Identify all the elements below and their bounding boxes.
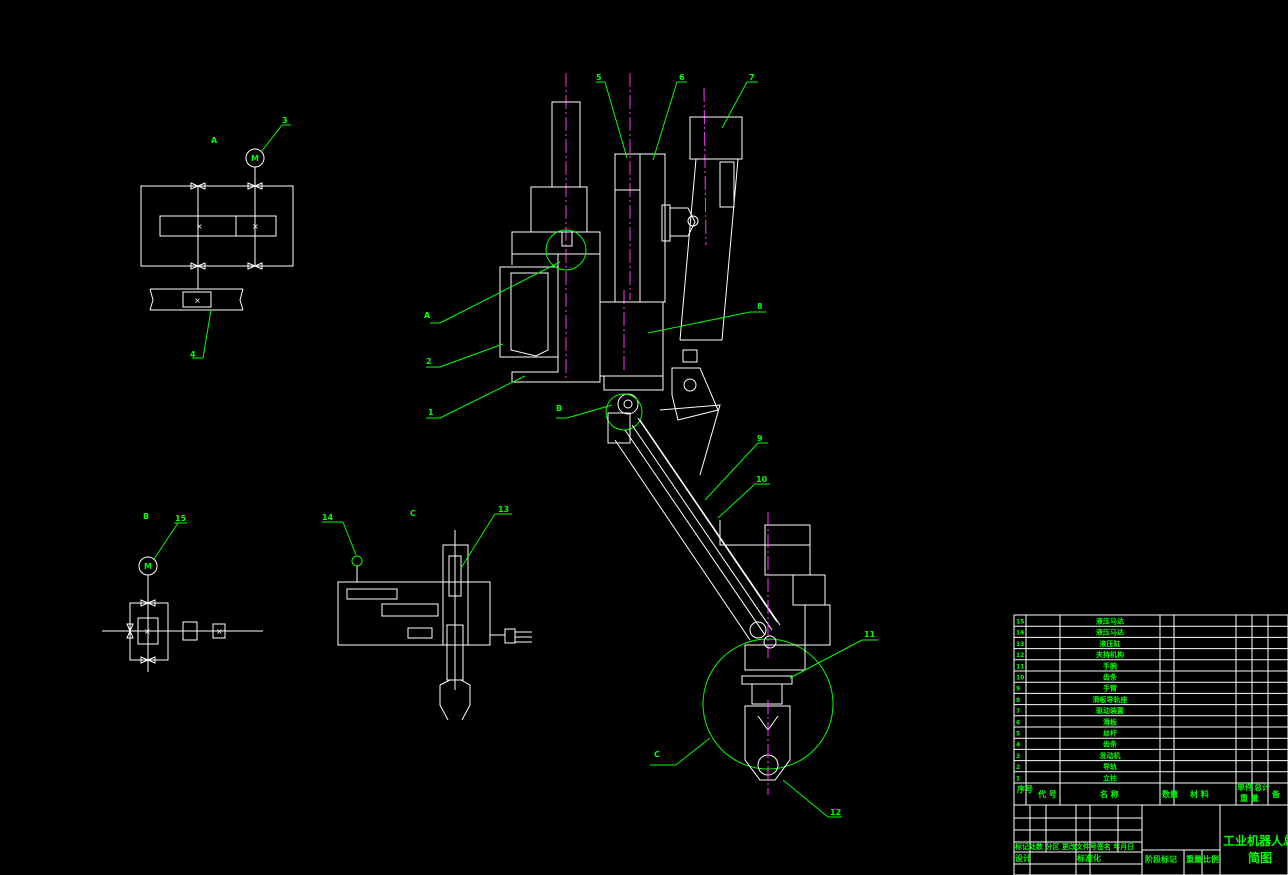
parts-row-name: 液压缸 (1100, 639, 1121, 648)
parts-row-no: 7 (1016, 708, 1020, 715)
gripper-12 (744, 705, 791, 781)
parts-row-name: 发动机 (1099, 751, 1121, 760)
frame-c (337, 581, 491, 646)
tb-design: 设计 (1015, 853, 1031, 863)
motor-a-text: M (251, 154, 259, 163)
hdr-remark: 备 (1271, 789, 1281, 799)
view-a-schematic: A M 3 × × × 4 (140, 116, 294, 359)
callout-A: A (424, 311, 431, 320)
view-b-schematic: B M 15 × × (102, 512, 263, 672)
hdr-no: 序号 (1017, 784, 1033, 794)
motor-c-symbol (351, 555, 363, 567)
hdr-name: 名 称 (1100, 789, 1119, 799)
parts-row-name: 液压马达 (1096, 617, 1124, 626)
parts-row-no: 15 (1016, 619, 1024, 626)
parts-row-name: 手腕 (1103, 661, 1117, 670)
slide-base (599, 301, 664, 377)
hdr-weight: 重 量 (1240, 793, 1259, 803)
tb-standardization: 标准化 (1076, 853, 1101, 863)
parts-row-no: 3 (1016, 753, 1020, 760)
drawing-title-line2: 简图 (1248, 850, 1272, 865)
parts-row-name: 立柱 (1103, 773, 1117, 782)
guide-rail (499, 266, 559, 358)
motor-b-text: M (144, 562, 152, 571)
svg-text:×: × (216, 627, 223, 636)
callout-12: 12 (830, 808, 841, 817)
tb-stage-mark: 阶段标记 (1145, 854, 1177, 864)
view-b-label: B (143, 512, 149, 521)
callout-6: 6 (679, 73, 685, 82)
view-c-schematic: C 14 13 (322, 505, 532, 721)
gripper-jaws-c (439, 679, 471, 721)
parts-row-name: 导轨 (1103, 762, 1117, 771)
parts-row-no: 11 (1016, 663, 1024, 670)
hydraulic-cylinder-7 (689, 116, 743, 160)
svg-text:×: × (196, 222, 203, 231)
callout-11: 11 (864, 630, 876, 639)
parts-row-name: 齿条 (1103, 740, 1118, 749)
parts-row-no: 5 (1016, 731, 1020, 738)
tb-weight: 重量 (1186, 854, 1202, 864)
svg-text:×: × (194, 296, 201, 305)
parts-row-no: 14 (1016, 630, 1024, 637)
callout-2: 2 (426, 357, 432, 366)
hdr-code: 代 号 (1037, 789, 1057, 799)
callout-5: 5 (596, 73, 602, 82)
parts-row-name: 滑板 (1103, 717, 1118, 726)
hdr-material: 材 料 (1190, 789, 1209, 799)
frame-a (140, 185, 294, 267)
main-assembly: A 2 1 B 5 6 7 8 9 10 11 12 (424, 73, 878, 818)
hdr-unit: 单件 (1237, 782, 1253, 792)
detail-circle-b (605, 393, 643, 431)
parts-row-name: 夹持机构 (1096, 650, 1124, 659)
title-block: 标记处数 分区 更改文件号签名 年月日 设计 标准化 阶段标记 重量 比例 工业… (1013, 804, 1288, 875)
gear-pair-a (159, 215, 277, 237)
callout-4: 4 (190, 350, 196, 359)
parts-row-no: 12 (1016, 652, 1024, 659)
callout-15: 15 (175, 514, 187, 523)
hdr-qty: 数量 (1162, 789, 1178, 799)
parts-row-name: 齿条 (1103, 673, 1118, 682)
parts-row-no: 9 (1016, 686, 1020, 693)
parts-row-name: 驱动装置 (1096, 706, 1124, 715)
parts-row-no: 1 (1016, 775, 1020, 782)
drawing-title-line1: 工业机器人总 (1223, 833, 1288, 848)
callout-13: 13 (498, 505, 509, 514)
view-c-label: C (410, 509, 416, 518)
callout-10: 10 (756, 475, 768, 484)
view-a-label: A (211, 136, 218, 145)
callout-14: 14 (322, 513, 334, 522)
callout-7: 7 (749, 73, 755, 82)
tb-scale: 比例 (1203, 854, 1219, 864)
callout-1: 1 (428, 408, 434, 417)
parts-row-no: 10 (1016, 675, 1024, 682)
parts-row-no: 4 (1016, 742, 1020, 749)
callout-9: 9 (757, 434, 763, 443)
callout-3: 3 (282, 116, 288, 125)
parts-row-no: 13 (1016, 641, 1024, 648)
parts-row-name: 手臂 (1103, 684, 1117, 693)
tb-marks-row: 标记处数 分区 更改文件号签名 年月日 (1014, 842, 1134, 851)
hdr-total: 总计 (1254, 782, 1270, 792)
parts-row-name: 滑板导轨座 (1093, 695, 1128, 704)
callout-C: C (654, 750, 660, 759)
arm-9 (614, 419, 781, 641)
callout-8: 8 (757, 302, 763, 311)
parts-row-no: 8 (1016, 697, 1020, 704)
parts-row-no: 2 (1016, 764, 1020, 771)
detail-circle-a (545, 229, 587, 271)
parts-row-no: 6 (1016, 719, 1020, 726)
parts-row-name: 液压马达 (1096, 628, 1124, 637)
wrist-11 (744, 644, 806, 671)
callout-B: B (556, 404, 562, 413)
parts-row-name: 丝杆 (1103, 729, 1117, 738)
